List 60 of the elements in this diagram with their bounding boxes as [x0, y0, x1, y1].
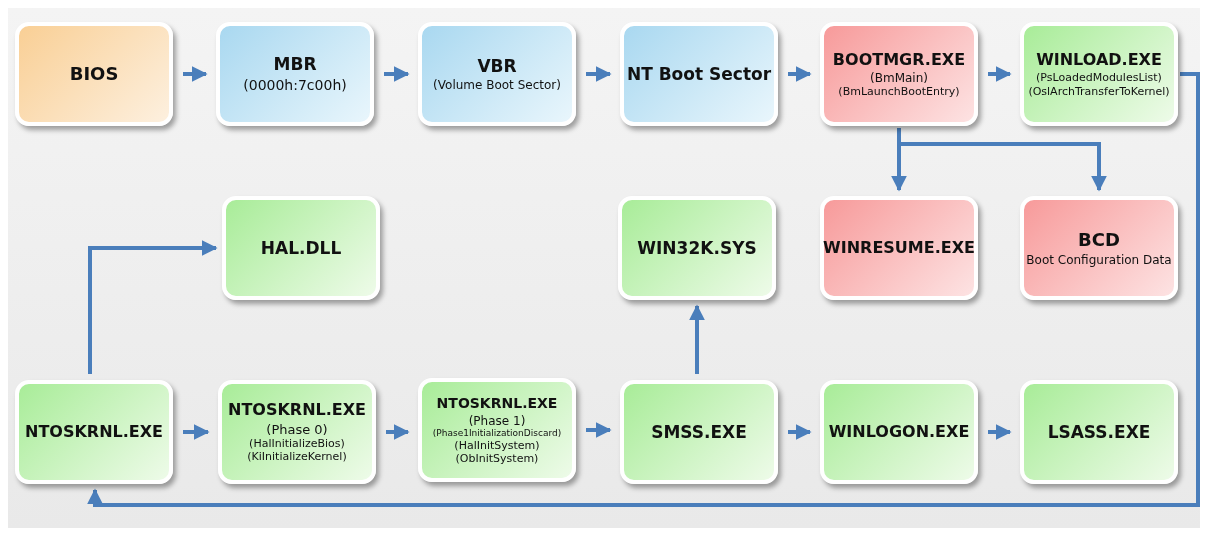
- box-title: NTOSKRNL.EXE: [25, 422, 163, 442]
- arrow: [788, 424, 812, 440]
- box-subtitle: (Phase1InitializationDiscard): [432, 428, 562, 439]
- box-subtitle: Boot Configuration Data: [1026, 252, 1172, 267]
- box-title: WINLOAD.EXE: [1036, 50, 1162, 70]
- arrow: [384, 66, 410, 82]
- arrow: [988, 66, 1012, 82]
- box-title: NTOSKRNL.EXE: [228, 400, 366, 420]
- box-subtitle: (BmMain): [870, 70, 928, 86]
- process-box: [218, 380, 376, 484]
- box-subtitle: (PsLoadedModulesList): [1036, 71, 1162, 85]
- process-box: [418, 22, 576, 126]
- process-box: [1020, 380, 1178, 484]
- process-box: [15, 22, 173, 126]
- box-title: LSASS.EXE: [1047, 421, 1151, 443]
- box-subtitle: (0000h:7c00h): [243, 76, 347, 94]
- box-title: SMSS.EXE: [651, 421, 747, 443]
- box-title: NTOSKRNL.EXE: [436, 394, 558, 412]
- process-box: [1020, 22, 1178, 126]
- box-title: HAL.DLL: [260, 237, 342, 259]
- box-subtitle: (OslArchTransferToKernel): [1028, 84, 1170, 98]
- arrow: [386, 424, 410, 440]
- process-box: [216, 22, 374, 126]
- process-box: [222, 196, 380, 300]
- process-box: [820, 22, 978, 126]
- process-box: [1020, 196, 1178, 300]
- box-subtitle: (HalInitializeBios): [249, 437, 345, 451]
- process-box: [820, 380, 978, 484]
- arrow: [788, 66, 812, 82]
- arrow: [586, 66, 612, 82]
- process-box: [15, 380, 173, 484]
- box-title: WINRESUME.EXE: [823, 238, 975, 258]
- arrow: [586, 422, 612, 438]
- box-subtitle: (KiInitializeKernel): [247, 450, 347, 464]
- process-box: [620, 22, 778, 126]
- box-title: BCD: [1078, 229, 1120, 251]
- box-subtitle: (Volume Boot Sector): [433, 78, 561, 93]
- process-box: [820, 196, 978, 300]
- arrow: [88, 240, 218, 374]
- box-title: WIN32K.SYS: [637, 237, 757, 259]
- box-title: VBR: [477, 55, 517, 76]
- box-title: BOOTMGR.EXE: [832, 49, 966, 69]
- process-box: [618, 196, 776, 300]
- process-box: [620, 380, 778, 484]
- box-title: BIOS: [69, 63, 119, 85]
- process-box: [418, 378, 576, 482]
- box-subtitle: (HalInitSystem): [454, 438, 540, 452]
- arrow: [183, 66, 208, 82]
- box-subtitle: (Phase 0): [266, 421, 328, 438]
- box-title: NT Boot Sector: [626, 63, 772, 85]
- box-title: MBR: [273, 54, 317, 75]
- arrow: [183, 424, 210, 440]
- arrow: [87, 72, 1200, 507]
- box-title: WINLOGON.EXE: [828, 422, 970, 442]
- box-subtitle: (BmLaunchBootEntry): [838, 85, 960, 99]
- arrow: [988, 424, 1012, 440]
- arrow: [689, 304, 705, 374]
- box-subtitle: (ObInitSystem): [455, 452, 539, 466]
- arrow: [897, 128, 1107, 192]
- box-subtitle: (Phase 1): [468, 413, 526, 428]
